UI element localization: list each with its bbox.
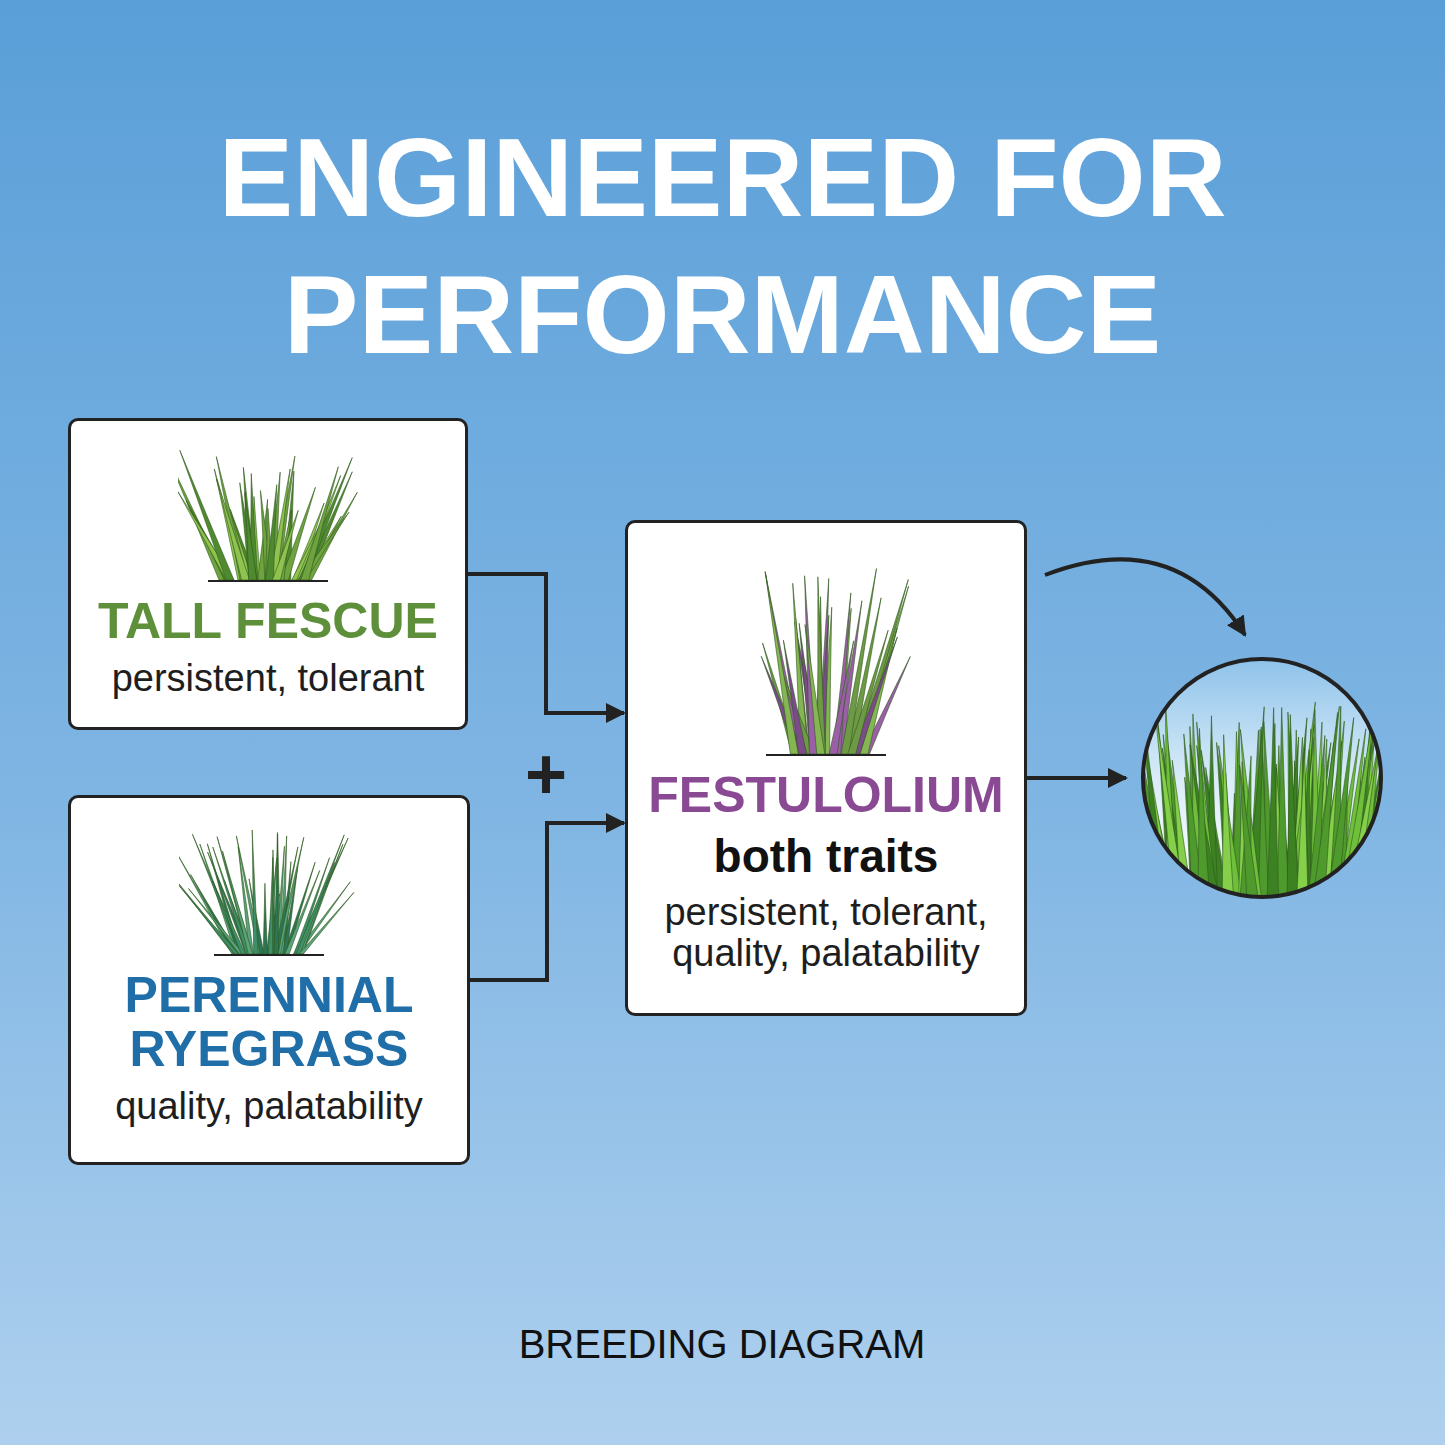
grass-blade (1172, 760, 1193, 905)
grass-blade (1111, 696, 1148, 905)
grass-blade (274, 833, 278, 954)
grass-blade (296, 835, 344, 954)
grass-blade (180, 451, 234, 581)
grass-blade (301, 467, 339, 580)
grass-blade (848, 630, 888, 754)
grass-blade (265, 485, 276, 580)
grass-blade (1111, 728, 1138, 905)
grass-blade (1385, 777, 1411, 905)
grass-blade (272, 511, 298, 581)
parent-box: PERENNIAL RYEGRASS quality, palatability (68, 795, 470, 1165)
grass-blade (1312, 712, 1337, 905)
grass-blade (263, 884, 267, 955)
connector-arrow (468, 574, 624, 713)
grass-blade (1373, 757, 1394, 905)
grass-blade (805, 625, 825, 755)
grass-blade (1111, 715, 1143, 905)
trait-text: persistent, tolerant, quality, palatabil… (644, 892, 1008, 974)
page-title: ENGINEERED FOR PERFORMANCE (100, 110, 1345, 383)
connector-arrow (470, 823, 624, 980)
grass-blade (1374, 760, 1400, 905)
grass-blade (213, 881, 246, 954)
grass-blade (245, 493, 257, 580)
hybrid-name: FESTULOLIUM (648, 768, 1004, 822)
grass-blade (1385, 727, 1412, 905)
curved-arrow (1045, 559, 1245, 635)
grass-icon (736, 554, 916, 764)
species-name: TALL FESCUE (98, 594, 438, 648)
plus-sign: + (506, 738, 586, 810)
grass-blade (829, 641, 854, 754)
ground-line (208, 580, 328, 582)
grass-blade (1296, 748, 1308, 905)
trait-text: quality, palatability (115, 1086, 423, 1127)
grass-icon (179, 824, 359, 964)
species-name: PERENNIAL RYEGRASS (87, 968, 451, 1076)
subheading: both traits (714, 832, 939, 882)
grass-blade (1382, 734, 1421, 905)
grass-blade (1240, 765, 1260, 905)
grass-blade (1155, 706, 1186, 905)
grass-blade (1277, 707, 1289, 905)
grass-blade (299, 893, 354, 955)
grass-blade (1378, 728, 1408, 905)
caption: BREEDING DIAGRAM (322, 1322, 1122, 1367)
grass-blade (252, 830, 258, 954)
trait-text: persistent, tolerant (112, 658, 425, 699)
grass-blade (765, 573, 798, 755)
grass-blade (299, 458, 353, 580)
grass-blade (188, 889, 243, 955)
grass-blade (1287, 714, 1299, 905)
grass-blade (1267, 708, 1279, 905)
parent-box: TALL FESCUE persistent, tolerant (68, 418, 468, 730)
ground-line (766, 754, 886, 756)
grass-blade (1380, 743, 1424, 905)
grass-blade (1113, 701, 1144, 905)
hybrid-box: FESTULOLIUM both traits persistent, tolera… (625, 520, 1027, 1016)
ground-line (214, 954, 324, 956)
grass-icon (178, 440, 358, 590)
circle-border (1143, 659, 1381, 897)
grass-blade (1094, 716, 1141, 905)
result-arrow (1026, 776, 1126, 780)
grass-blade (268, 858, 273, 954)
grass-blade (1222, 735, 1234, 905)
